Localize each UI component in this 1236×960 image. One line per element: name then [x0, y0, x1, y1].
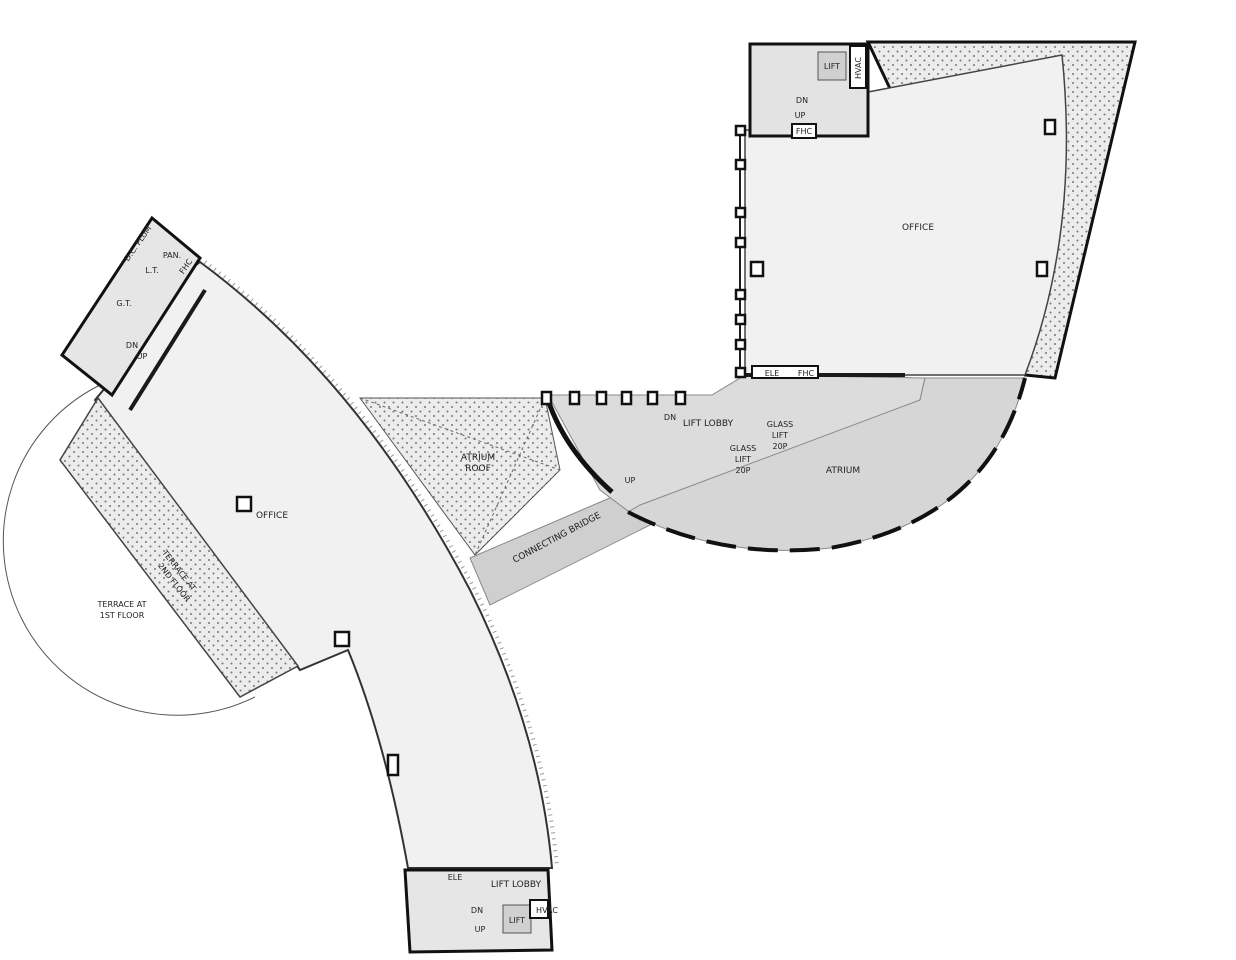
feature-stair-wall	[545, 399, 614, 494]
lift-label: LIFT	[509, 916, 525, 925]
pan-label: PAN.	[163, 251, 181, 260]
glass-lift-2-label: LIFT	[735, 455, 751, 464]
hvac-label: HVAC	[536, 906, 558, 915]
lift-lobby-label: LIFT LOBBY	[683, 419, 734, 429]
office-right-label: OFFICE	[902, 223, 934, 233]
fhc-top	[791, 123, 817, 139]
columns	[235, 118, 1057, 777]
lt-label: L.T.	[145, 266, 158, 275]
stair-up-label: UP	[475, 925, 486, 934]
service-core-top-left	[59, 215, 202, 398]
terrace-1st-label-2: 1ST FLOOR	[100, 611, 145, 620]
glass-lift-1-label: 20P	[772, 442, 787, 451]
terrace-1st-floor-outline	[2, 384, 256, 716]
office-left-label: OFFICE	[256, 511, 288, 521]
terrace-1st-label: TERRACE AT	[97, 600, 147, 609]
stair-dn-label: DN	[796, 96, 808, 105]
glass-lift-1-label: LIFT	[772, 431, 788, 440]
hvac-label: HVAC	[854, 57, 863, 79]
atrium-label: ATRIUM	[826, 466, 860, 476]
ele-fhc-strip	[751, 365, 819, 379]
office-left-wing	[93, 260, 554, 869]
terrace-2nd-floor	[59, 396, 300, 698]
service-core-top-right	[748, 42, 870, 138]
stair-up-label: UP	[795, 111, 806, 120]
lift-lobby-bottom-label: LIFT LOBBY	[491, 880, 542, 890]
stair-dn-label: DN	[126, 341, 138, 350]
lift-shaft-bottom	[502, 904, 532, 934]
hvac-shaft-bottom	[529, 899, 549, 919]
fhc-label: FHC	[796, 127, 813, 136]
stair-up-label: UP	[137, 352, 148, 361]
ele-label: ELE	[448, 873, 463, 882]
stair-dn-label: DN	[664, 413, 676, 422]
gt-label: G.T.	[116, 299, 131, 308]
atrium-roof-label-2: ROOF	[465, 464, 491, 474]
glass-lift-2-label: 20P	[735, 466, 750, 475]
glass-lift-1-label: GLASS	[767, 420, 793, 429]
glass-lift-2-label: GLASS	[730, 444, 756, 453]
stair-dn-label: DN	[471, 906, 483, 915]
core-left-wall	[128, 288, 207, 412]
lift-shaft-top	[817, 51, 847, 81]
atrium-glazing	[627, 377, 1027, 553]
stair-up-label: UP	[625, 476, 636, 485]
lift-label: LIFT	[824, 62, 840, 71]
fhc-label: FHC	[798, 369, 815, 378]
atrium-roof-label: ATRIUM	[461, 453, 495, 463]
hvac-shaft-top	[849, 45, 867, 89]
atrium-roof-diagonal	[474, 397, 546, 556]
ele-label: ELE	[765, 369, 780, 378]
